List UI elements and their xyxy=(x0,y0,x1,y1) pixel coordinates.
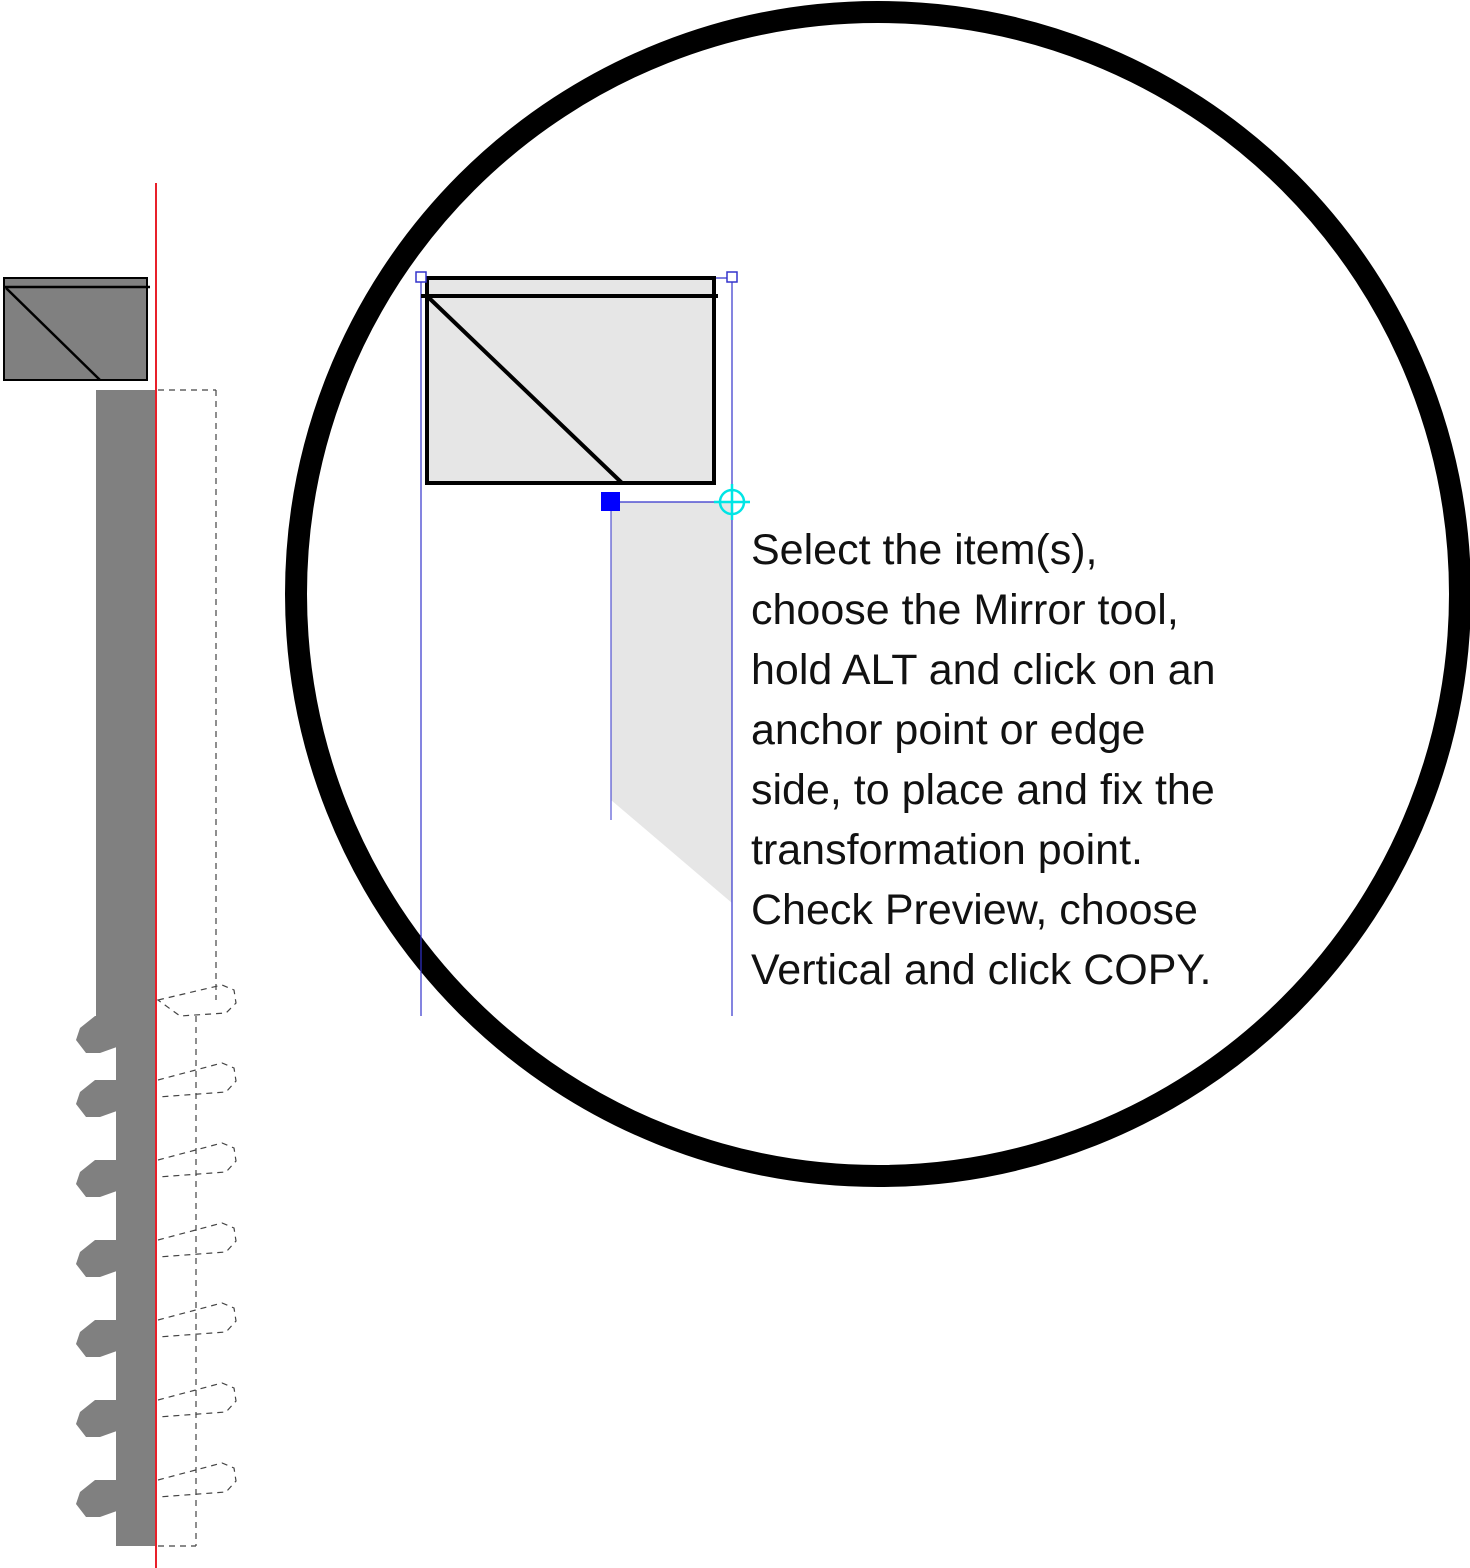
mirror-preview-outline xyxy=(156,389,237,1547)
instruction-line: anchor point or edge xyxy=(751,706,1145,754)
instruction-line: hold ALT and click on an xyxy=(751,646,1216,694)
prong-shapes xyxy=(76,1016,156,1517)
instruction-line: Select the item(s), xyxy=(751,526,1098,574)
top-box-shape xyxy=(3,277,150,381)
instruction-line: choose the Mirror tool, xyxy=(751,586,1179,634)
selection-handle-top-left[interactable] xyxy=(415,271,427,283)
instruction-line: transformation point. xyxy=(751,826,1143,874)
selection-handle-top-right[interactable] xyxy=(726,271,738,283)
left-artwork xyxy=(3,183,237,1568)
vertical-column-shape xyxy=(96,390,156,1016)
instruction-line: side, to place and fix the xyxy=(751,766,1215,814)
instruction-line: Check Preview, choose xyxy=(751,886,1198,934)
zoomed-artwork xyxy=(415,271,750,1016)
selection-handles[interactable] xyxy=(415,271,738,283)
reference-point-crosshair-icon[interactable] xyxy=(714,484,750,520)
zoomed-box-shape xyxy=(421,276,718,485)
instruction-text: Select the item(s), choose the Mirror to… xyxy=(751,526,1228,994)
mirrored-column-preview xyxy=(611,502,732,903)
transformation-point-icon[interactable] xyxy=(601,492,620,511)
instruction-line: Vertical and click COPY. xyxy=(751,946,1211,994)
